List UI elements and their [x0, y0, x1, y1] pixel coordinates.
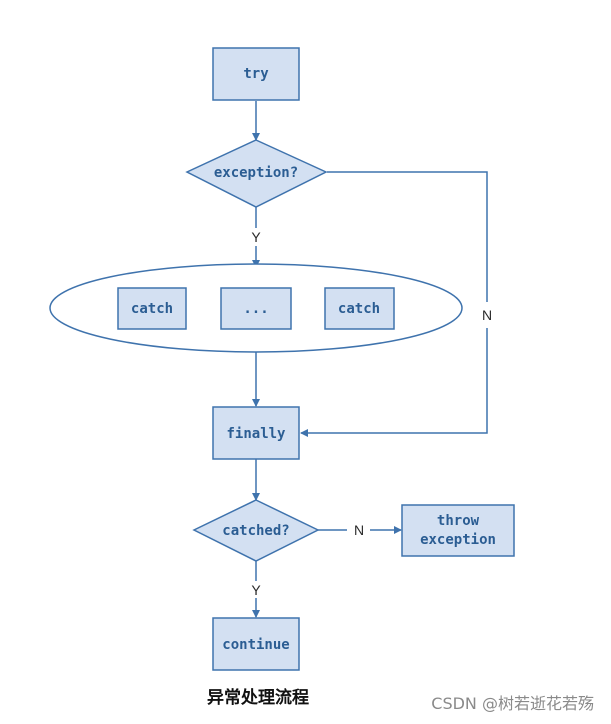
- continue-block: [212, 617, 300, 671]
- catched-yes-label: Y: [251, 582, 261, 598]
- throw-exception-label-line2: exception: [420, 532, 496, 548]
- exception-decision-label: exception?: [214, 165, 298, 181]
- diagram-caption: 异常处理流程: [207, 687, 309, 708]
- exception-no-label: N: [482, 307, 492, 323]
- finally-block: [212, 406, 300, 460]
- try-label: try: [243, 66, 269, 82]
- finally-label: finally: [226, 426, 286, 442]
- catched-decision-label: catched?: [222, 523, 289, 539]
- edge-exception-no-lower: [300, 328, 488, 437]
- exception-yes-label: Y: [251, 229, 261, 245]
- try-block: [212, 47, 300, 101]
- watermark: CSDN @树若逝花若殇: [431, 694, 594, 713]
- catch-block-1-label: catch: [131, 301, 173, 317]
- catch-block-2: [324, 287, 395, 330]
- catch-block-1: [117, 287, 187, 330]
- throw-exception-label-line1: throw: [437, 513, 480, 529]
- catch-ellipsis-block: [220, 287, 292, 330]
- catched-no-label: N: [354, 522, 364, 538]
- catch-ellipsis-label: ...: [243, 301, 268, 317]
- catch-block-2-label: catch: [338, 301, 380, 317]
- continue-label: continue: [222, 637, 289, 653]
- catched-decision: [192, 499, 320, 562]
- edge-exception-no-upper: [327, 171, 488, 302]
- exception-decision: [185, 139, 328, 208]
- throw-exception-block: [401, 504, 515, 557]
